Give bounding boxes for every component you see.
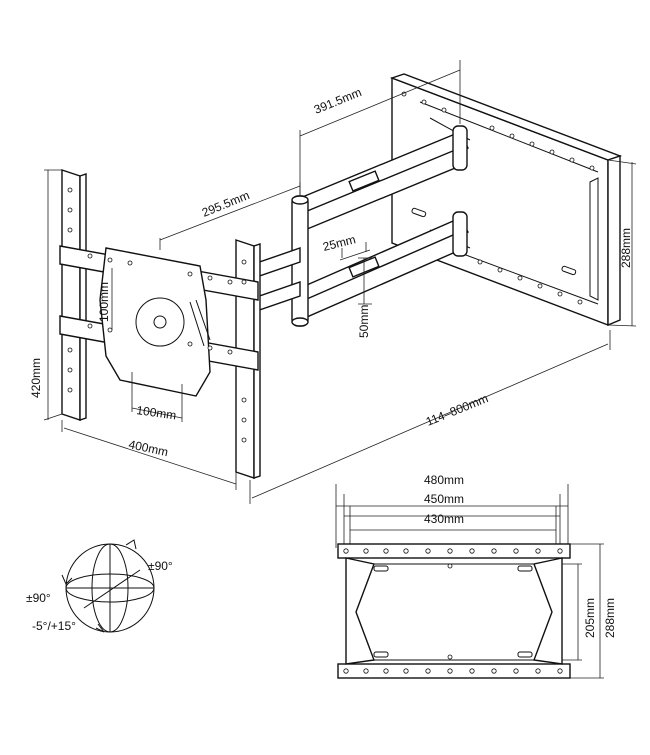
label-wall-plate-slot-height: 205mm: [583, 598, 597, 638]
label-vesa-horizontal: 100mm: [136, 403, 178, 422]
label-tv-plate-width: 400mm: [127, 437, 169, 459]
front-plate-holes: [343, 548, 563, 674]
label-swivel: ±90°: [148, 559, 173, 573]
label-arm-gap: 25mm: [321, 232, 357, 254]
label-wall-plate-width-450: 450mm: [424, 492, 464, 506]
tv-plate-3d: [59, 169, 261, 479]
label-wall-plate-width-430: 430mm: [424, 512, 464, 526]
label-rotation: ±90°: [26, 591, 51, 605]
wall-plate-front-view: [335, 484, 604, 679]
label-arm-reach-upper: 391.5mm: [312, 85, 364, 117]
label-wall-plate-height-front: 288mm: [603, 598, 617, 638]
wall-plate-holes: [401, 91, 595, 305]
label-tv-plate-height: 420mm: [29, 358, 43, 398]
tv-plate-holes: [67, 187, 247, 443]
label-arm-thickness: 50mm: [357, 305, 371, 338]
label-tilt: -5°/+15°: [32, 619, 76, 633]
rotation-symbol: [61, 539, 155, 633]
label-extension-range: 114–800mm: [424, 391, 490, 429]
label-wall-plate-width-480: 480mm: [424, 473, 464, 487]
dimension-lines: [43, 60, 637, 504]
label-wall-plate-height-side: 288mm: [619, 228, 633, 268]
articulating-arms: [247, 125, 469, 327]
label-vesa-vertical: 100mm: [97, 282, 111, 322]
wall-plate-3d: [389, 73, 623, 327]
